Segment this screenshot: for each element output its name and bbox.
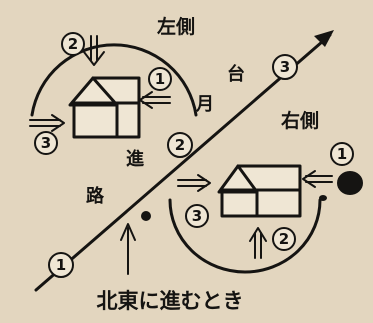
svg-text:1: 1 xyxy=(337,145,347,163)
down-arrow-icon xyxy=(83,35,105,66)
svg-text:3: 3 xyxy=(280,58,290,76)
platform-char-2: 台 xyxy=(227,63,245,85)
ink-blot xyxy=(337,171,363,195)
upper-marker-top: 2 xyxy=(61,32,85,56)
lower-left-arrow-icon xyxy=(302,170,333,188)
svg-text:1: 1 xyxy=(56,256,66,274)
platform-char-1: 月 xyxy=(195,94,214,115)
svg-text:2: 2 xyxy=(68,35,78,53)
ink-dot xyxy=(141,211,151,221)
route-marker-3: 3 xyxy=(272,54,298,80)
svg-text:2: 2 xyxy=(279,230,289,248)
north-arrow-icon xyxy=(120,223,136,275)
lower-marker-left: 3 xyxy=(185,204,209,228)
route-marker-1: 1 xyxy=(48,252,74,278)
right-side-arc xyxy=(168,198,322,274)
lower-marker-bottom: 2 xyxy=(272,227,296,251)
lower-right-arrow-icon xyxy=(177,174,211,192)
upper-marker-left: 3 xyxy=(34,131,58,155)
route-marker-2: 2 xyxy=(167,132,193,158)
right-side-label: 右側 xyxy=(280,109,319,132)
svg-text:1: 1 xyxy=(155,70,165,88)
svg-text:3: 3 xyxy=(41,134,51,152)
left-side-arc xyxy=(30,43,198,117)
svg-text:2: 2 xyxy=(175,136,185,154)
ink-speck xyxy=(319,195,327,201)
caption: 北東に進むとき xyxy=(97,289,244,313)
road-char-2: 路 xyxy=(86,185,105,207)
left-arrow-icon xyxy=(139,91,171,109)
route-arrowhead-icon xyxy=(314,30,334,47)
right-arrow-icon xyxy=(29,114,65,132)
road-char-1: 進 xyxy=(126,148,144,170)
left-side-label: 左側 xyxy=(157,15,195,38)
upper-house-icon xyxy=(68,76,141,139)
up-arrow-icon xyxy=(249,227,267,259)
upper-marker-right: 1 xyxy=(148,67,172,91)
lower-marker-right: 1 xyxy=(330,142,354,166)
svg-text:3: 3 xyxy=(192,207,202,225)
lower-house-icon xyxy=(217,164,302,218)
